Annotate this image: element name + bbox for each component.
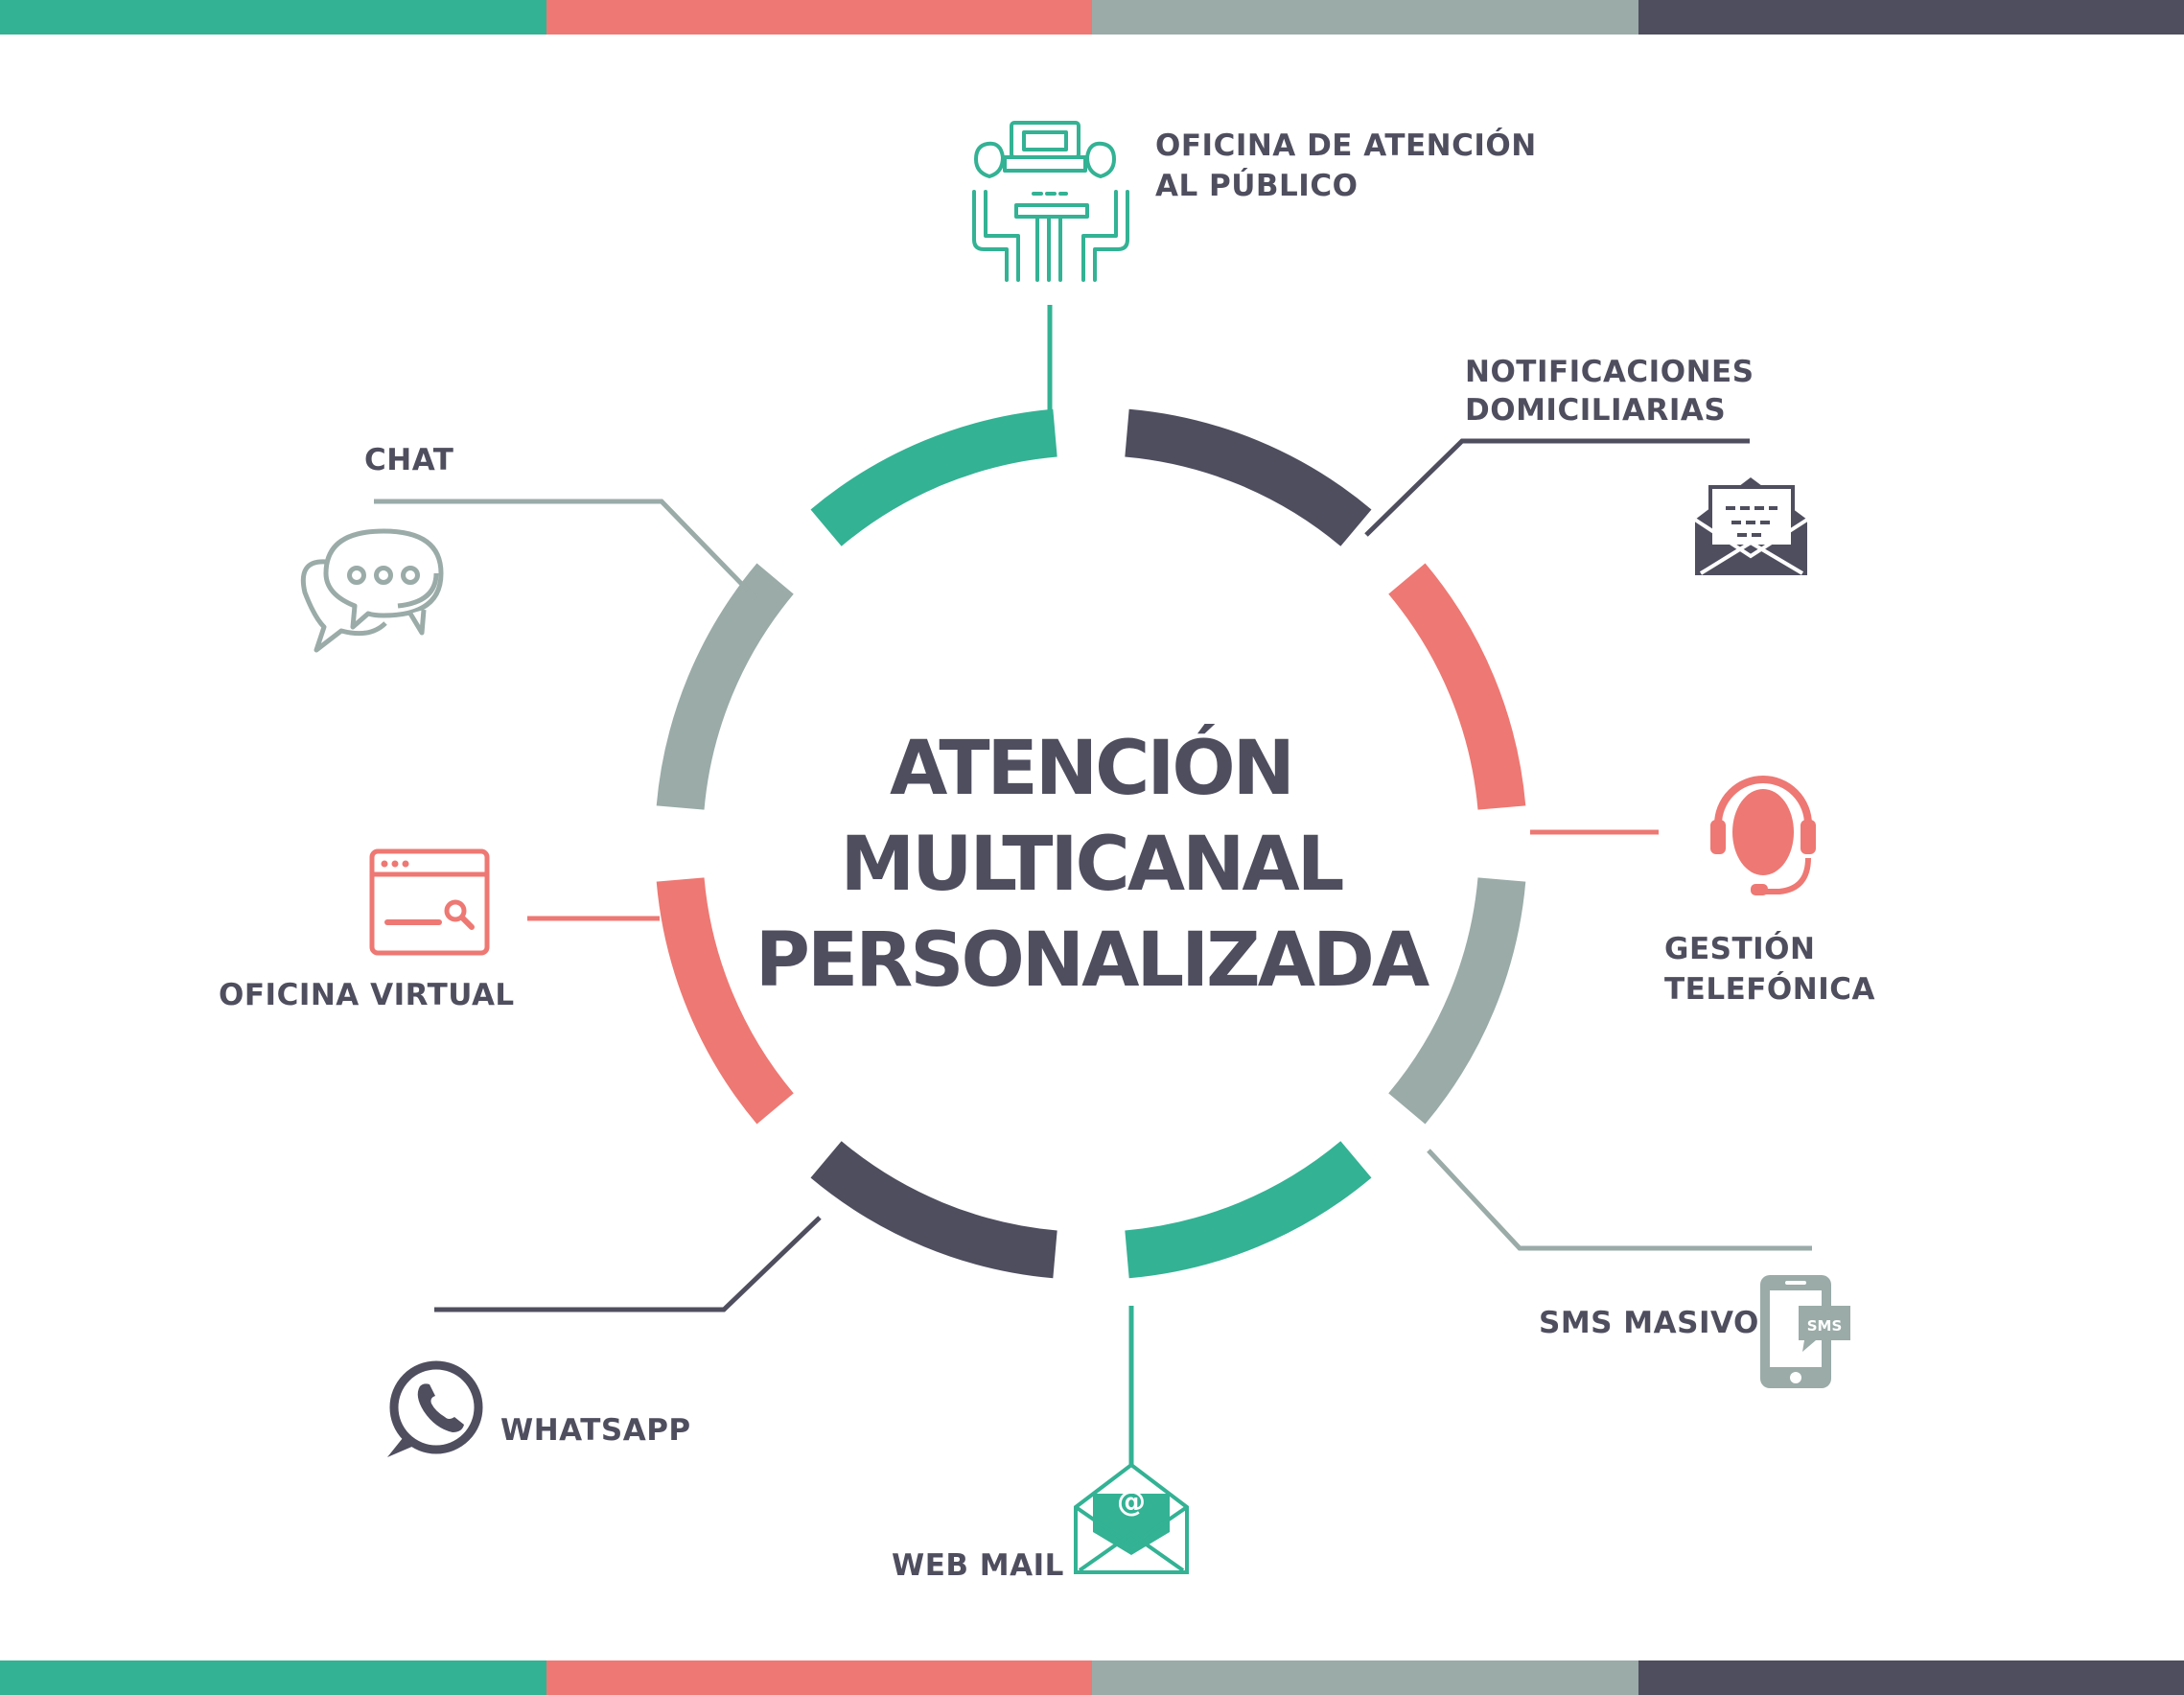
band-segment <box>0 0 546 35</box>
label-telefonica-2: TELEFÓNICA <box>1664 971 1875 1007</box>
service-desk-icon <box>972 121 1129 282</box>
ring-arc-chat <box>656 563 794 810</box>
band-segment <box>1092 0 1638 35</box>
at-symbol: @ <box>1117 1485 1146 1519</box>
channel-labels: OFICINA DE ATENCIÓN AL PÚBLICO NOTIFICAC… <box>219 128 1875 1583</box>
label-webmail: WEB MAIL <box>892 1548 1064 1583</box>
band-segment <box>546 1660 1092 1695</box>
ring <box>656 408 1526 1279</box>
connectors <box>374 305 1812 1467</box>
chat-bubbles-icon <box>300 528 444 653</box>
label-notificaciones-1: NOTIFICACIONES <box>1465 355 1754 389</box>
whatsapp-icon <box>387 1360 483 1457</box>
sms-icon-text: SMS <box>1807 1317 1843 1335</box>
ring-arc-whatsapp <box>810 1141 1057 1279</box>
ring-arc-sms <box>1388 877 1526 1125</box>
label-chat: CHAT <box>364 443 453 477</box>
connector-sms <box>1427 1149 1812 1251</box>
connector-whatsapp <box>434 1216 822 1312</box>
label-whatsapp: WHATSAPP <box>500 1413 691 1448</box>
label-oficina-publico-2: AL PÚBLICO <box>1155 168 1358 203</box>
connector-notificaciones <box>1364 438 1750 537</box>
center-title-line3: PERSONALIZADA <box>755 917 1429 1004</box>
label-oficina-virtual: OFICINA VIRTUAL <box>219 978 515 1012</box>
ring-arc-notificaciones <box>1125 408 1372 546</box>
mobile-sms-icon: SMS <box>1760 1275 1850 1388</box>
band-segment <box>546 0 1092 35</box>
center-title: ATENCIÓN MULTICANAL PERSONALIZADA <box>755 724 1432 1004</box>
bottom-color-band <box>0 1660 2184 1695</box>
band-segment <box>1638 1660 2184 1695</box>
ring-arc-oficina-virtual <box>656 877 794 1125</box>
label-notificaciones-2: DOMICILIARIAS <box>1465 393 1726 428</box>
label-telefonica-1: GESTIÓN <box>1664 931 1815 966</box>
browser-search-icon <box>369 848 490 956</box>
connector-chat <box>374 499 757 600</box>
band-segment <box>0 1660 546 1695</box>
band-segment <box>1638 0 2184 35</box>
center-title-line1: ATENCIÓN <box>890 724 1292 812</box>
open-envelope-icon <box>1693 477 1809 575</box>
headset-icon <box>1710 776 1816 895</box>
ring-arc-webmail <box>1125 1141 1372 1279</box>
label-oficina-publico-1: OFICINA DE ATENCIÓN <box>1155 128 1537 163</box>
ring-arc-telefonica <box>1388 563 1526 810</box>
label-sms: SMS MASIVO <box>1539 1306 1759 1340</box>
ring-arc-oficina-publico <box>810 408 1057 546</box>
center-title-line2: MULTICANAL <box>841 822 1343 908</box>
email-at-icon: @ <box>1074 1462 1189 1574</box>
band-segment <box>1092 1660 1638 1695</box>
top-color-band <box>0 0 2184 35</box>
